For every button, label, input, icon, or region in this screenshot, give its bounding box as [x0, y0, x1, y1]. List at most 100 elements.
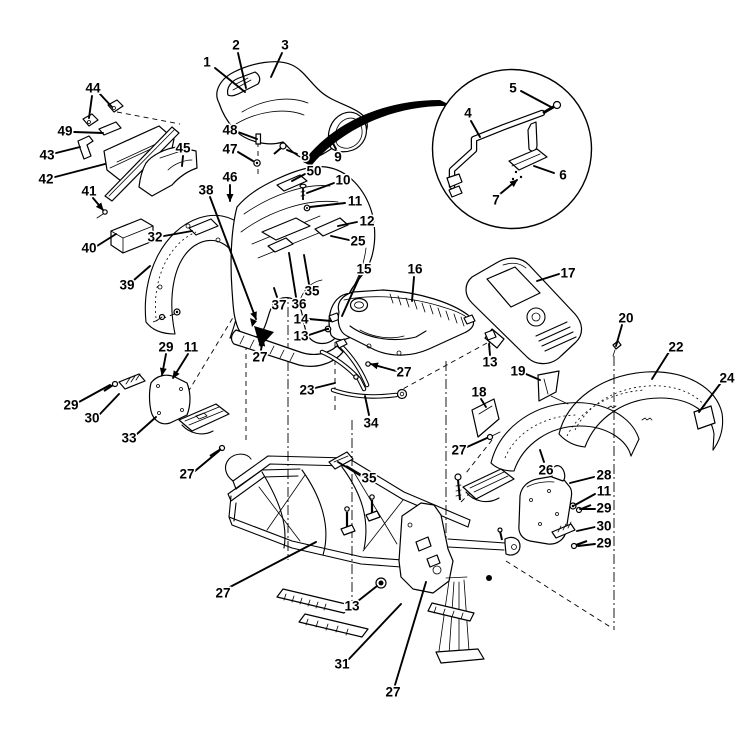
callout-label-part-11: 11 — [184, 340, 199, 355]
support-strip — [104, 126, 180, 202]
fender-26 — [490, 402, 640, 472]
callout-label-part-47: 47 — [222, 142, 237, 157]
callout-label-part-42: 42 — [38, 172, 53, 187]
seat-style-lines — [235, 98, 309, 125]
fender26-outer — [490, 402, 640, 464]
rod-center-bracket — [527, 121, 538, 152]
body-tray-inner — [267, 237, 294, 253]
panel-33-hole — [157, 411, 161, 415]
frame-down-tubes — [228, 495, 237, 522]
callout-label-part-34: 34 — [363, 416, 379, 431]
plate-6-edge — [511, 153, 541, 167]
leader-line-part-26 — [539, 449, 545, 463]
bracket-43 — [77, 135, 94, 160]
callout-label-part-6: 6 — [559, 168, 567, 183]
guard-hole — [529, 498, 533, 502]
callout-label-part-37: 37 — [271, 298, 286, 313]
screw-27-head — [454, 473, 462, 481]
leader-line-part-29 — [78, 384, 111, 403]
leader-line-part-6 — [533, 165, 555, 174]
strip-30-left-hatch — [125, 373, 141, 385]
construction-lines — [116, 88, 615, 630]
panel-33-hole — [179, 387, 183, 391]
callout-label-part-27: 27 — [396, 365, 411, 380]
floorboard-clip — [463, 314, 476, 325]
leader-line-part-4 — [470, 120, 481, 138]
callout-label-part-27: 27 — [252, 350, 267, 365]
foot-peg-1 — [276, 588, 351, 614]
leader-line-part-15 — [341, 275, 361, 317]
callout-label-part-5: 5 — [509, 81, 517, 96]
clip-44b — [107, 99, 124, 113]
leader-line-part-27 — [394, 581, 427, 686]
frame-post-2-washer — [365, 510, 381, 522]
leader-line-part-30 — [99, 393, 120, 415]
frame-post-1-washer — [340, 524, 356, 536]
screw-10-threads — [300, 190, 306, 197]
leader-line-part-33 — [136, 416, 157, 435]
callout-label-part-22: 22 — [668, 340, 683, 355]
callout-label-part-27: 27 — [215, 586, 230, 601]
callout-label-part-48: 48 — [222, 123, 238, 138]
callout-label-part-3: 3 — [281, 38, 289, 53]
hole-7-dot — [514, 170, 518, 174]
callout-label-part-23: 23 — [299, 383, 315, 398]
bracket-35 — [328, 451, 354, 470]
fender22-dotted2 — [566, 389, 646, 437]
liner-dotted — [154, 231, 197, 319]
screw-10-head — [299, 183, 307, 189]
strip-30-left — [118, 373, 146, 390]
clip-44a-hole — [87, 120, 91, 124]
console-window — [486, 266, 541, 308]
leader-line-part-35 — [303, 254, 310, 285]
v-bracket-23-34 — [319, 338, 408, 400]
frame-31 — [224, 451, 521, 664]
seat-assembly — [216, 61, 368, 160]
bolt-5-shaft — [542, 104, 556, 115]
callout-label-part-41: 41 — [81, 184, 97, 199]
mud-flap-19 — [537, 370, 560, 402]
leader-line-part-50 — [291, 173, 306, 182]
foot-peg-2 — [298, 613, 369, 638]
callout-label-part-14: 14 — [293, 312, 309, 327]
leader-line-part-44 — [88, 95, 93, 119]
bolt-29-left-shaft — [155, 316, 163, 322]
vent-50 — [276, 174, 308, 192]
frame-rear-arm — [447, 538, 506, 551]
box-40-edges — [110, 225, 154, 254]
leader-line-part-11 — [172, 353, 189, 379]
console-ring — [526, 307, 546, 327]
callout-label-part-33: 33 — [121, 431, 137, 446]
frame-gussets — [261, 466, 367, 556]
callout-label-part-19: 19 — [510, 364, 525, 379]
leader-line-part-23 — [314, 382, 336, 389]
leader-line-part-2 — [237, 52, 247, 89]
frame-arm-pin-head — [497, 527, 503, 533]
leader-line-part-28 — [569, 476, 595, 484]
skid-plates — [178, 403, 515, 503]
callout-label-part-50: 50 — [306, 164, 321, 179]
callout-label-part-29: 29 — [63, 398, 78, 413]
bolt-27-flap-shaft — [491, 431, 501, 437]
fender22-dotted — [574, 385, 711, 431]
bracket-35-edge — [333, 455, 349, 463]
callout-label-part-31: 31 — [334, 657, 350, 672]
align-line — [465, 439, 493, 474]
clip-13-right — [484, 329, 497, 341]
fuel-cap-inner — [354, 301, 364, 309]
callout-label-part-35: 35 — [304, 284, 320, 299]
grommet-47-center — [255, 161, 259, 165]
callout-label-part-26: 26 — [538, 463, 554, 478]
leader-line-part-38 — [209, 196, 257, 320]
screw-8-shaft — [273, 147, 282, 155]
console-ring-inner — [531, 312, 541, 322]
align-line — [116, 111, 181, 125]
callout-label-part-15: 15 — [356, 262, 372, 277]
leader-line-part-24 — [698, 383, 721, 413]
screw-8-head — [279, 142, 287, 150]
decal-12-25 — [314, 217, 349, 237]
callout-label-part-12: 12 — [359, 214, 374, 229]
rod-left-bracket — [446, 173, 463, 198]
callout-label-part-30: 30 — [596, 519, 611, 534]
leader-line-part-45 — [181, 155, 184, 167]
